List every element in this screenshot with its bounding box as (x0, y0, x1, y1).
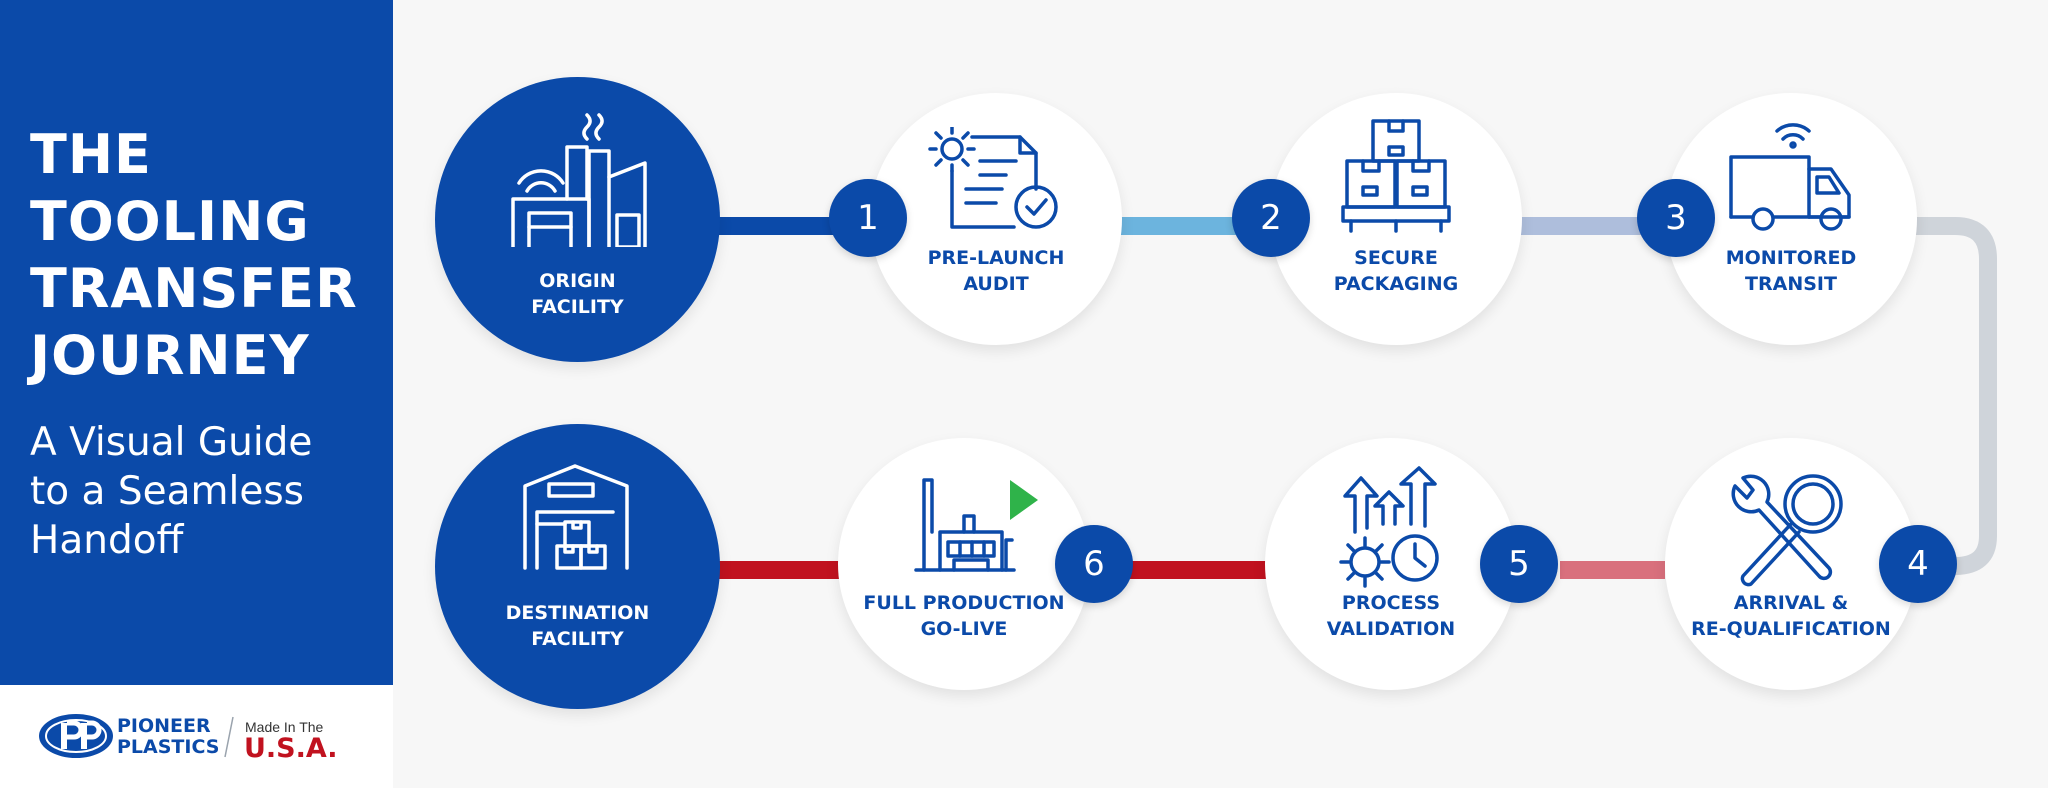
audit-checklist-icon (928, 127, 1058, 229)
gear-arrows-clock-icon (1339, 466, 1439, 588)
step-1-number-badge: 1 (829, 179, 907, 257)
title-line-1: THE (30, 123, 152, 186)
title-line-4: JOURNEY (30, 324, 310, 387)
step-3-number-badge: 3 (1637, 179, 1715, 257)
step-6-number-badge: 6 (1055, 525, 1133, 603)
step-2-number-badge: 2 (1232, 179, 1310, 257)
step-arrival-requalification: ARRIVAL &RE-QUALIFICATION (1665, 438, 1917, 690)
connector-step3-to-step4 (1915, 217, 1997, 575)
step-4-number-badge: 4 (1879, 525, 1957, 603)
made-in-text: Made In The (245, 719, 324, 735)
step-4-label: ARRIVAL &RE-QUALIFICATION (1691, 592, 1891, 640)
brand-name-line-2: PLASTICS (117, 736, 220, 758)
brand-name-line-1: PIONEER (117, 715, 211, 737)
warehouse-icon (523, 464, 629, 570)
footer-divider (224, 716, 234, 758)
boxes-on-pallet-icon (1341, 119, 1451, 233)
country-text: U.S.A. (244, 733, 338, 764)
wrench-magnifier-icon (1731, 474, 1843, 587)
subtitle-line-1: A Visual Guide (30, 420, 313, 465)
subtitle-line-2: to a Seamless (30, 469, 304, 514)
factory-play-icon (914, 478, 1038, 572)
step-5-number-badge: 5 (1480, 525, 1558, 603)
title-line-3: TRANSFER (30, 257, 358, 320)
play-icon (1010, 480, 1038, 520)
title-panel: THE TOOLING TRANSFER JOURNEY A Visual Gu… (0, 0, 393, 685)
factory-icon (511, 113, 647, 247)
truck-icon (1729, 123, 1851, 231)
brand-footer (0, 685, 393, 788)
title-line-2: TOOLING (30, 190, 310, 253)
pioneer-plastics-logo-icon (39, 714, 113, 758)
subtitle-line-3: Handoff (30, 518, 184, 563)
